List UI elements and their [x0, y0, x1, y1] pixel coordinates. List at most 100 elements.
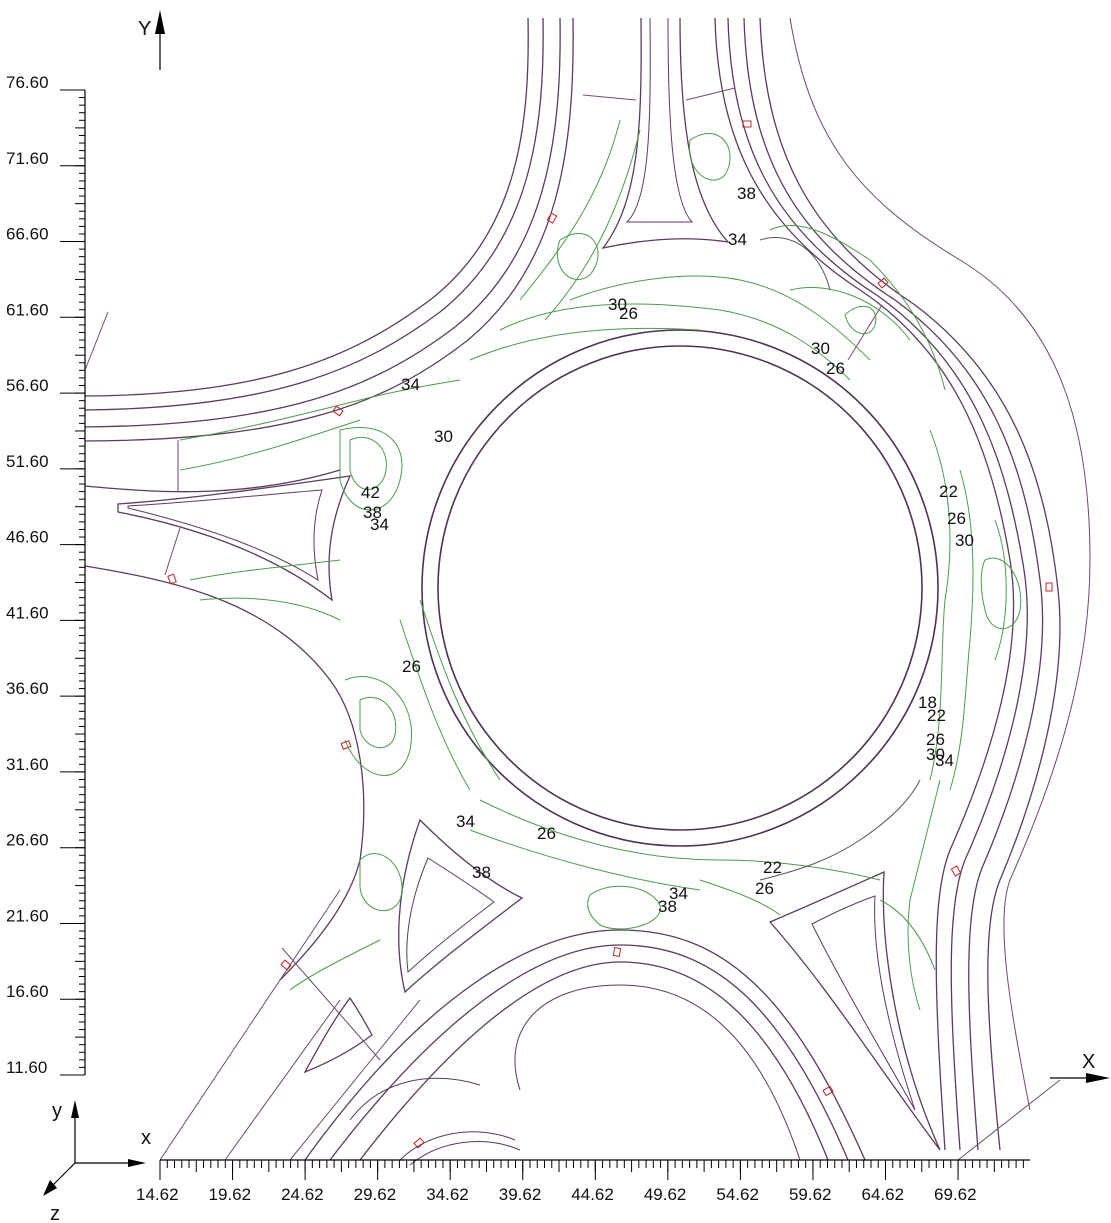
- y-tick-label: 46.60: [6, 528, 49, 547]
- triad-z-label: z: [50, 1203, 60, 1223]
- triad-y-head: [71, 1100, 79, 1118]
- x-tick-label: 34.62: [426, 1185, 469, 1204]
- contour-label: 38: [363, 503, 382, 522]
- y-tick-label: 21.60: [6, 906, 49, 925]
- southwest-splitter-outer: [398, 818, 524, 994]
- triad-z-head: [43, 1180, 57, 1196]
- north-splitter-outer: [601, 17, 730, 250]
- x-tick-label: 54.62: [716, 1185, 759, 1204]
- contour-label: 30: [434, 427, 453, 446]
- marker-7: [340, 740, 352, 750]
- contour-west-4: [179, 379, 461, 441]
- contour-south-6: [759, 779, 921, 881]
- contour-east-1: [929, 429, 951, 781]
- southeast-splitter-inner: [811, 895, 916, 1111]
- south-lower-curve-3: [349, 1077, 481, 1121]
- x-arrow-head: [1086, 1073, 1110, 1083]
- southwest-road-line-1: [159, 889, 341, 1161]
- x-tick-label: 39.62: [499, 1185, 542, 1204]
- south-arc-2: [329, 944, 849, 1161]
- contour-west-1: [339, 426, 403, 511]
- marker-9: [612, 946, 622, 958]
- southeast-splitter-outer: [768, 870, 941, 1151]
- marker-2: [546, 212, 558, 224]
- road-outlines: [84, 17, 1091, 1166]
- contour-north-1: [519, 119, 621, 301]
- contour-south-5: [879, 899, 936, 971]
- contour-label: 34: [456, 812, 475, 831]
- marker-5: [167, 573, 177, 585]
- contour-west-3: [179, 419, 361, 471]
- coordinate-triad: y x z: [43, 1100, 151, 1223]
- contour-southwest-5: [359, 853, 403, 912]
- contour-label: 26: [537, 824, 556, 843]
- y-axis-minor-ticks: [75, 89, 85, 1068]
- southwest-road-line-2: [224, 999, 341, 1161]
- x-tick-label: 29.62: [354, 1185, 397, 1204]
- contour-label: 26: [926, 730, 945, 749]
- contour-label: 30: [811, 339, 830, 358]
- south-arc-1: [304, 929, 866, 1161]
- marker-10: [280, 959, 292, 971]
- contour-label: 42: [361, 483, 380, 502]
- west-road-edge-1: [84, 469, 341, 493]
- contour-label: 22: [927, 706, 946, 725]
- contour-east-5: [907, 779, 941, 1011]
- contour-label: 26: [619, 304, 638, 323]
- y-arrow-head: [155, 10, 165, 34]
- southeast-road-line: [957, 1079, 1061, 1161]
- contour-southwest-4: [419, 599, 501, 781]
- contour-north-6: [556, 233, 599, 281]
- south-lower-curve-1: [399, 1131, 516, 1161]
- y-tick-label: 16.60: [6, 982, 49, 1001]
- west-splitter-outer: [117, 475, 352, 602]
- contour-west-2: [349, 437, 387, 490]
- x-axis-minor-ticks: [159, 1160, 1024, 1172]
- north-splitter-inner: [625, 17, 694, 223]
- north-right-road-edge-1: [714, 17, 1015, 1151]
- contour-label: 38: [737, 184, 756, 203]
- contour-southwest-3: [399, 619, 471, 791]
- north-right-road-edge-2: [727, 17, 1028, 1151]
- contour-label: 38: [658, 897, 677, 916]
- contour-southwest-6: [289, 939, 381, 991]
- west-road-edge-2: [84, 565, 365, 981]
- x-tick-label: 64.62: [862, 1185, 905, 1204]
- x-tick-label: 19.62: [209, 1185, 252, 1204]
- contour-north-2: [544, 129, 641, 321]
- west-approach-boundary-2: [164, 527, 181, 576]
- marker-8: [950, 865, 962, 877]
- marker-3: [877, 277, 889, 289]
- triad-y-label: y: [52, 1100, 62, 1122]
- triad-x-head: [128, 1159, 146, 1167]
- southwest-lane-island: [303, 996, 373, 1074]
- contour-east-2: [949, 469, 974, 791]
- contour-region-boundary-north: [582, 94, 637, 101]
- contour-labels: 38 34 30 26 30 26 34 30 42 38 34 22 26 3…: [361, 184, 974, 916]
- contour-south-1: [479, 799, 881, 881]
- southwest-road-line-4: [281, 947, 381, 1061]
- contour-region-boundary-north-2: [685, 87, 736, 101]
- contour-label: 30: [955, 531, 974, 550]
- y-tick-label: 31.60: [6, 755, 49, 774]
- west-splitter-inner: [127, 489, 323, 582]
- triad-x-label: x: [141, 1127, 151, 1149]
- y-axis-title: Y: [138, 18, 151, 40]
- contour-southwest-2: [344, 676, 412, 776]
- y-tick-label: 51.60: [6, 452, 49, 471]
- southwest-splitter-inner: [406, 857, 495, 974]
- contour-label: 34: [401, 375, 420, 394]
- contour-label: 18: [918, 693, 937, 712]
- contour-label: 26: [947, 509, 966, 528]
- contour-south-3: [587, 885, 661, 930]
- x-tick-label: 14.62: [136, 1185, 179, 1204]
- y-tick-label: 26.60: [6, 831, 49, 850]
- north-right-road-edge-3: [743, 17, 1044, 1151]
- contour-label: 26: [826, 359, 845, 378]
- contour-lines: [179, 119, 1022, 1011]
- contour-southwest-1: [359, 697, 397, 749]
- y-tick-label: 71.60: [6, 149, 49, 168]
- northeast-connector: [847, 304, 883, 361]
